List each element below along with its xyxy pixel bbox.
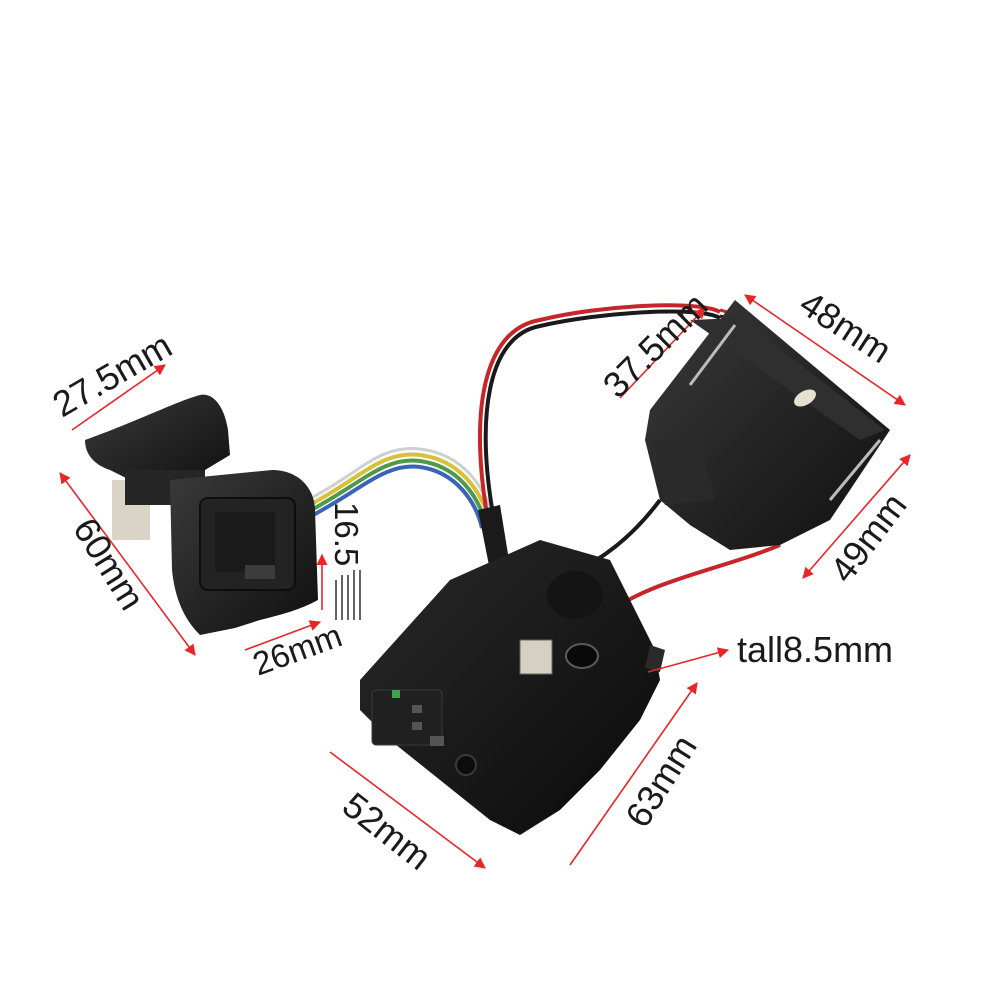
label-trigger-width: 27.5mm [46,324,179,425]
scale-ticks [335,570,361,620]
label-board-tall: tall8.5mm [737,629,893,670]
label-battery-width: 48mm [793,282,899,371]
label-board-height: 63mm [617,728,705,835]
dimension-arrows [59,294,911,869]
label-trigger-depth: 26mm [248,616,347,682]
label-trigger-thickness: 16.5 [328,502,365,566]
control-board [360,540,665,835]
label-board-width: 52mm [335,784,439,878]
